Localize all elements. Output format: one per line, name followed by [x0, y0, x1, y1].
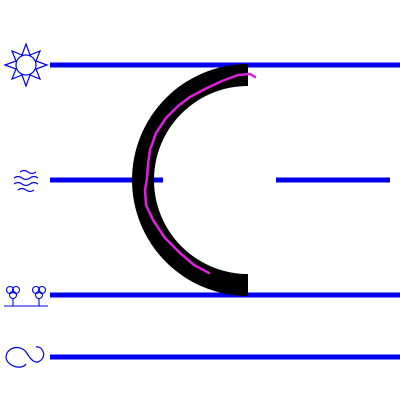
lane-fog — [13, 169, 390, 193]
trees-icon — [4, 285, 48, 307]
snake-icon — [5, 346, 45, 368]
lane-sun — [3, 42, 400, 88]
lane-trees — [4, 285, 400, 307]
trace-stroke — [143, 72, 257, 275]
crescent-arc — [132, 64, 248, 296]
fog-icon — [13, 169, 39, 193]
lane-snake — [5, 346, 400, 368]
sun-icon — [3, 42, 49, 88]
